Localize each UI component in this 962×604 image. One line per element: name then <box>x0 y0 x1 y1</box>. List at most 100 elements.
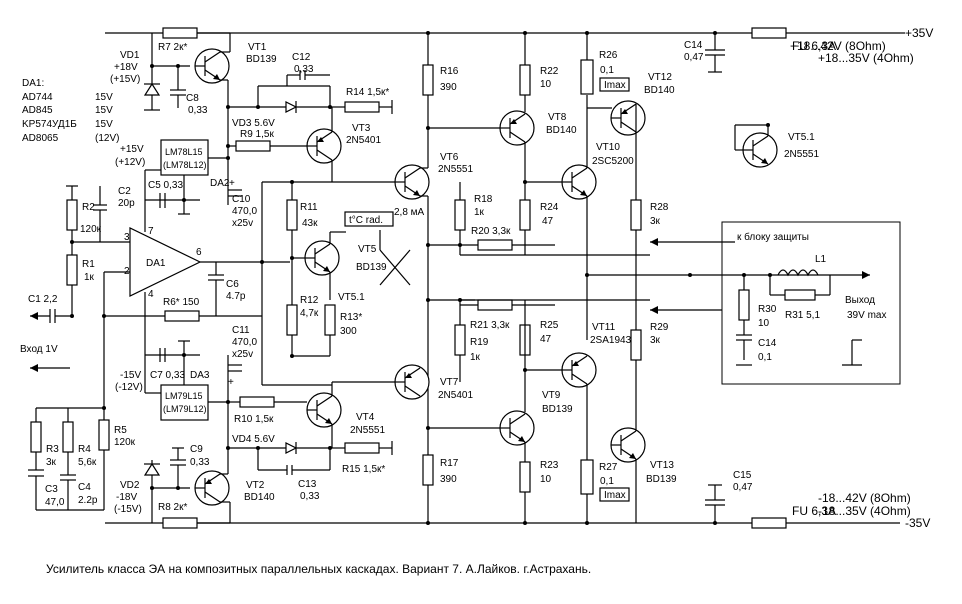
driver-stage: R16 390 VT6 2N5551 2,8 мА VT7 2N5401 R17… <box>379 33 870 523</box>
c2-val: 20p <box>118 198 135 209</box>
r13-val: 300 <box>340 326 357 337</box>
caption: Усилитель класса ЭА на композитных парал… <box>46 562 591 576</box>
vt11-ref: VT11 <box>592 322 616 333</box>
r12-ref: R12 <box>300 295 319 306</box>
r31-label: R31 5,1 <box>785 310 820 321</box>
r4 <box>62 421 74 453</box>
vt7-ref: VT7 <box>440 377 459 388</box>
vt3 <box>306 128 342 164</box>
r1 <box>66 254 78 286</box>
vt2-ref: VT2 <box>246 480 265 491</box>
r29-ref: R29 <box>650 322 669 333</box>
c5-label: C5 0,33 <box>148 180 183 191</box>
vt4 <box>306 392 342 428</box>
r22-ref: R22 <box>540 66 559 77</box>
vt51 <box>742 132 778 168</box>
r25-val: 47 <box>540 334 552 345</box>
fuse-pos <box>751 27 787 39</box>
r26-ref: R26 <box>599 50 618 61</box>
r14 <box>344 101 380 113</box>
da1-part-3: KP574УД1Б <box>22 119 77 130</box>
junction-dots <box>70 31 772 525</box>
vt2-type: BD140 <box>244 492 275 503</box>
r27 <box>580 459 594 495</box>
c2-ref: C2 <box>118 186 131 197</box>
r4-val: 5,6к <box>78 457 97 468</box>
vt11-type: 2SA1943 <box>590 335 632 346</box>
c14b-val: 0,1 <box>758 352 772 363</box>
opamp-section: DA1 3 2 7 4 6 C6 4.7p R6* 150 R2 120к C2… <box>20 185 290 511</box>
da3-type2: (LM79L12) <box>163 404 207 414</box>
da2-type: LM78L15 <box>165 147 203 157</box>
imax-pos <box>599 77 630 92</box>
c4-ref: C4 <box>78 482 91 493</box>
vt5 <box>304 240 340 276</box>
r22-val: 10 <box>540 79 552 90</box>
r22 <box>519 64 531 96</box>
r24 <box>519 199 531 231</box>
out-pos-1: +18...42V (8Ohm) <box>790 39 886 53</box>
r29 <box>630 329 642 361</box>
c7-label: C7 0,33 <box>150 370 185 381</box>
temp-box <box>344 211 394 227</box>
r25-ref: R25 <box>540 320 559 331</box>
c4-val: 2.2p <box>78 495 98 506</box>
r15-label: R15 1,5к* <box>342 464 385 475</box>
r15 <box>344 442 380 454</box>
r2-ref: R2 <box>82 202 95 213</box>
r31 <box>784 289 816 301</box>
r7 <box>162 27 198 39</box>
r23-val: 10 <box>540 474 552 485</box>
r3-ref: R3 <box>46 444 59 455</box>
r20 <box>477 239 513 251</box>
c14-ref: C14 <box>684 40 703 51</box>
vt10-ref: VT10 <box>596 142 620 153</box>
vt3-ref: VT3 <box>352 123 371 134</box>
r16 <box>422 64 434 96</box>
da3 <box>160 384 209 421</box>
svg-text:+: + <box>228 377 234 388</box>
c13-val: 0,33 <box>300 491 320 502</box>
r1-val: 1к <box>84 272 95 283</box>
vt10 <box>561 164 597 200</box>
vt11 <box>561 352 597 388</box>
r1-ref: R1 <box>82 259 95 270</box>
r8-label: R8 2к* <box>158 502 187 513</box>
vd2-ref: VD2 <box>120 480 140 491</box>
vt1 <box>194 48 230 84</box>
vt10-type: 2SC5200 <box>592 156 634 167</box>
input-label: Вход 1V <box>20 344 58 355</box>
r14-label: R14 1,5к* <box>346 87 389 98</box>
c1-label: C1 2,2 <box>28 294 58 305</box>
protect-label: к блоку защиты <box>737 231 809 243</box>
r21 <box>477 299 513 311</box>
r16-val: 390 <box>440 82 457 93</box>
vt13-type: BD139 <box>646 474 677 485</box>
supply-pos2: (+12V) <box>115 157 145 168</box>
r11-val: 43к <box>302 218 318 229</box>
vt7-type: 2N5401 <box>438 390 473 401</box>
cap-c14: C14 0,47 <box>684 33 725 73</box>
c14b-ref: C14 <box>758 338 777 349</box>
vd4-label: VD4 5.6V <box>232 434 275 445</box>
vt9-type: BD139 <box>542 404 573 415</box>
rail-pos-label: +35V <box>905 26 933 40</box>
r13 <box>324 304 336 336</box>
r27-ref: R27 <box>599 462 618 473</box>
vd2-v: -18V <box>116 492 137 503</box>
r17 <box>422 454 434 486</box>
r5-val: 120к <box>114 437 136 448</box>
vt3-type: 2N5401 <box>346 135 381 146</box>
vt51-in-label: VT5.1 <box>338 292 365 303</box>
c14-val: 0,47 <box>684 52 704 63</box>
r18-ref: R18 <box>474 194 493 205</box>
out-neg-2: -18...35V (4Ohm) <box>818 504 911 518</box>
vt2 <box>194 470 230 506</box>
fuse-neg <box>751 517 787 529</box>
da1-label: DA1 <box>146 258 166 269</box>
upper-regulator: R7 2к* VD1 +18V (+15V) C8 0,33 VT1 BD139… <box>110 27 400 232</box>
c6-val: 4.7p <box>226 291 246 302</box>
vt1-type: BD139 <box>246 54 277 65</box>
c8-val: 0,33 <box>188 105 208 116</box>
